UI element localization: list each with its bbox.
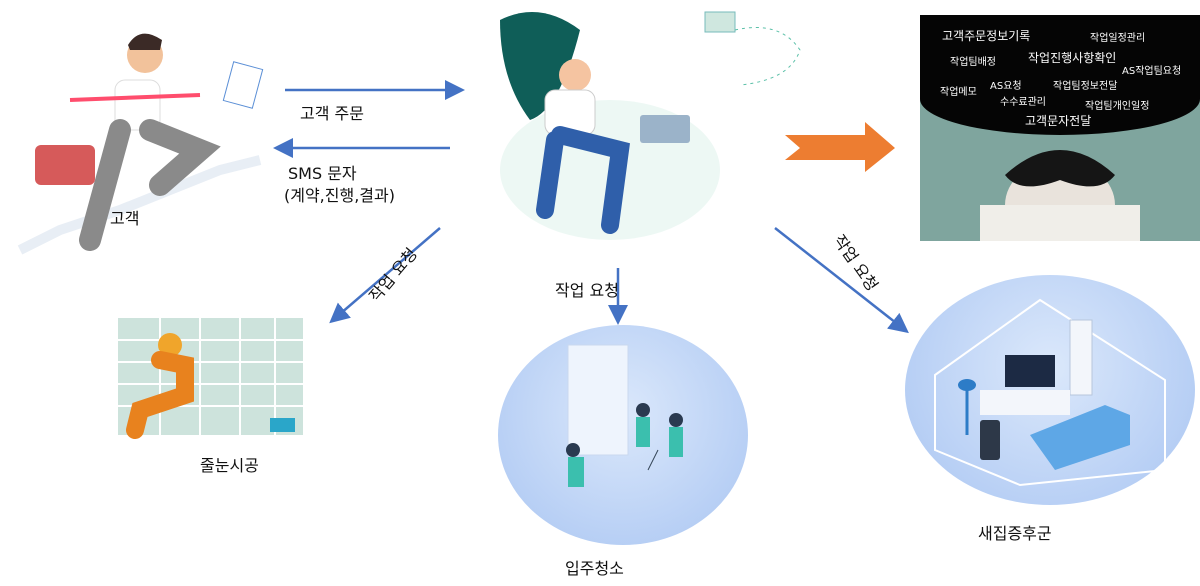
work-request-label-center: 작업 요청 [555, 281, 619, 300]
grout-label: 줄눈시공 [200, 456, 259, 475]
sick-house-label: 새집증후군 [978, 524, 1052, 543]
task-word-cloud: 고객주문정보기록 작업일정관리 작업팀배정 작업진행사항확인 AS작업팀요청 작… [920, 15, 1200, 241]
word-cloud-item: 작업팀배정 [950, 57, 996, 68]
move-in-cleaning-label: 입주청소 [565, 559, 624, 578]
word-cloud-item: AS작업팀요청 [1122, 66, 1182, 77]
word-cloud-item: 작업팀정보전달 [1053, 81, 1118, 92]
word-cloud-item: 작업팀개인일정 [1085, 101, 1150, 112]
operator-illustration [500, 11, 801, 240]
word-cloud-item: 작업메모 [940, 87, 977, 98]
word-cloud-item: 고객주문정보기록 [942, 29, 1031, 43]
grout-illustration [118, 318, 303, 439]
cleaning-illustration [498, 325, 748, 545]
sms-label-line2: (계약,진행,결과) [284, 186, 395, 205]
customer-label: 고객 [110, 209, 140, 228]
orange-arrow [785, 122, 895, 172]
sickhouse-arrow [774, 227, 909, 334]
word-cloud-item: 작업일정관리 [1090, 33, 1146, 44]
grout-arrow [329, 227, 441, 324]
word-cloud-item: 수수료관리 [1000, 97, 1046, 108]
word-cloud-item: 고객문자전달 [1025, 114, 1092, 128]
word-cloud-item: 작업진행사항확인 [1028, 51, 1117, 65]
sick-house-illustration [905, 275, 1195, 505]
sms-label-line1: SMS 문자 [288, 164, 357, 183]
word-cloud-item: AS요청 [990, 81, 1022, 92]
customer-order-label: 고객 주문 [300, 104, 364, 123]
customer-illustration [17, 33, 264, 255]
